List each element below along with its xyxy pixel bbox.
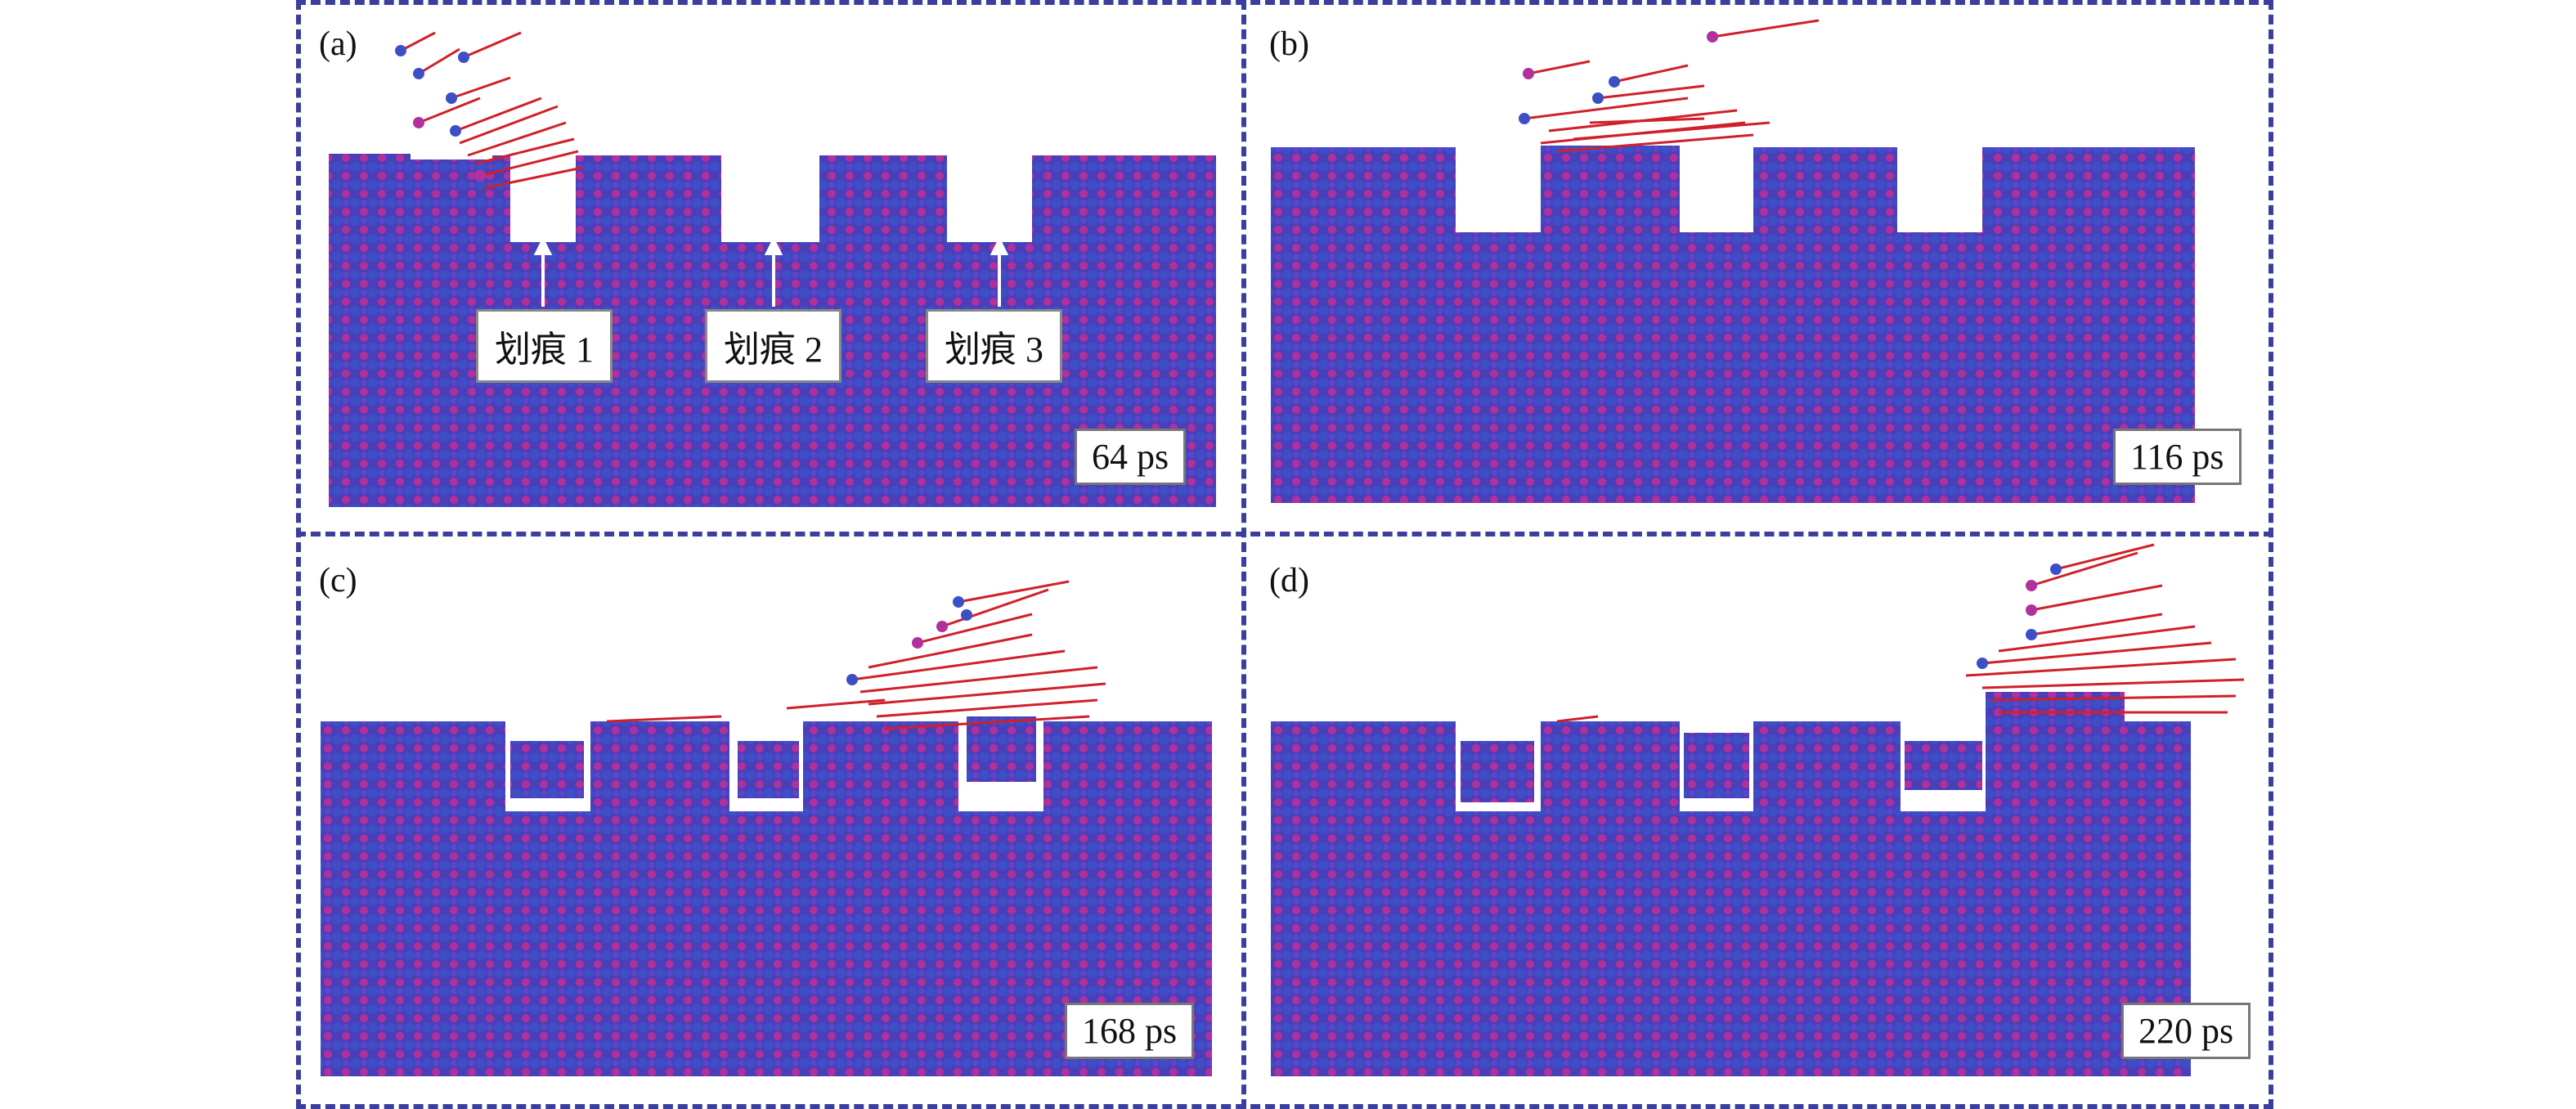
scratch-label-2: 划痕 2	[705, 309, 841, 383]
time-label: 64 ps	[1075, 429, 1187, 485]
panel-c-simulation	[321, 580, 1212, 1076]
debris-1	[510, 741, 584, 798]
groove-1	[1456, 146, 1541, 232]
ejected-atom-heads	[846, 596, 972, 685]
panel-b: (b) 116 ps	[1246, 0, 2273, 537]
time-label: 116 ps	[2113, 429, 2242, 485]
panel-a: (a) 划痕 1 划痕 2 划痕 3 64 ps	[296, 0, 1246, 537]
debris-3	[1905, 741, 1982, 790]
displaced-block	[1541, 146, 1680, 236]
debris-2	[1684, 733, 1749, 798]
panel-label: (d)	[1269, 562, 1309, 599]
ejected-atoms	[1524, 19, 1820, 153]
ejected-atom-heads	[395, 45, 486, 182]
scratch-1-groove	[510, 155, 576, 242]
time-label: 168 ps	[1065, 1003, 1195, 1059]
debris-2	[738, 741, 799, 798]
ejected-atoms	[606, 580, 1106, 730]
raised-block	[1986, 692, 2125, 757]
panel-c: (c) 168 ps	[296, 537, 1246, 1109]
debris-1	[1461, 741, 1534, 802]
md-figure: (a) 划痕 1 划痕 2 划痕 3 64 ps	[296, 0, 2273, 1109]
scratch-label-3: 划痕 3	[926, 309, 1062, 383]
ejected-atom-heads	[1977, 563, 2062, 669]
ejected-atom-heads	[1519, 31, 1718, 124]
scratch-arrows	[533, 236, 1009, 307]
groove-3	[1897, 146, 1982, 232]
panel-b-simulation	[1271, 19, 2195, 503]
panel-d-simulation	[1271, 543, 2245, 1076]
time-label: 220 ps	[2121, 1003, 2251, 1059]
scratch-label-1: 划痕 1	[476, 309, 613, 383]
groove-2	[1680, 146, 1753, 232]
panel-label: (b)	[1269, 25, 1309, 63]
panel-label: (c)	[319, 562, 357, 599]
ejected-atoms	[1556, 543, 2245, 723]
substrate	[1271, 147, 2195, 503]
panel-d: (d) 220 ps	[1246, 537, 2273, 1109]
panel-label: (a)	[319, 25, 357, 63]
ejected-atoms	[400, 31, 583, 190]
debris-3	[967, 716, 1036, 782]
